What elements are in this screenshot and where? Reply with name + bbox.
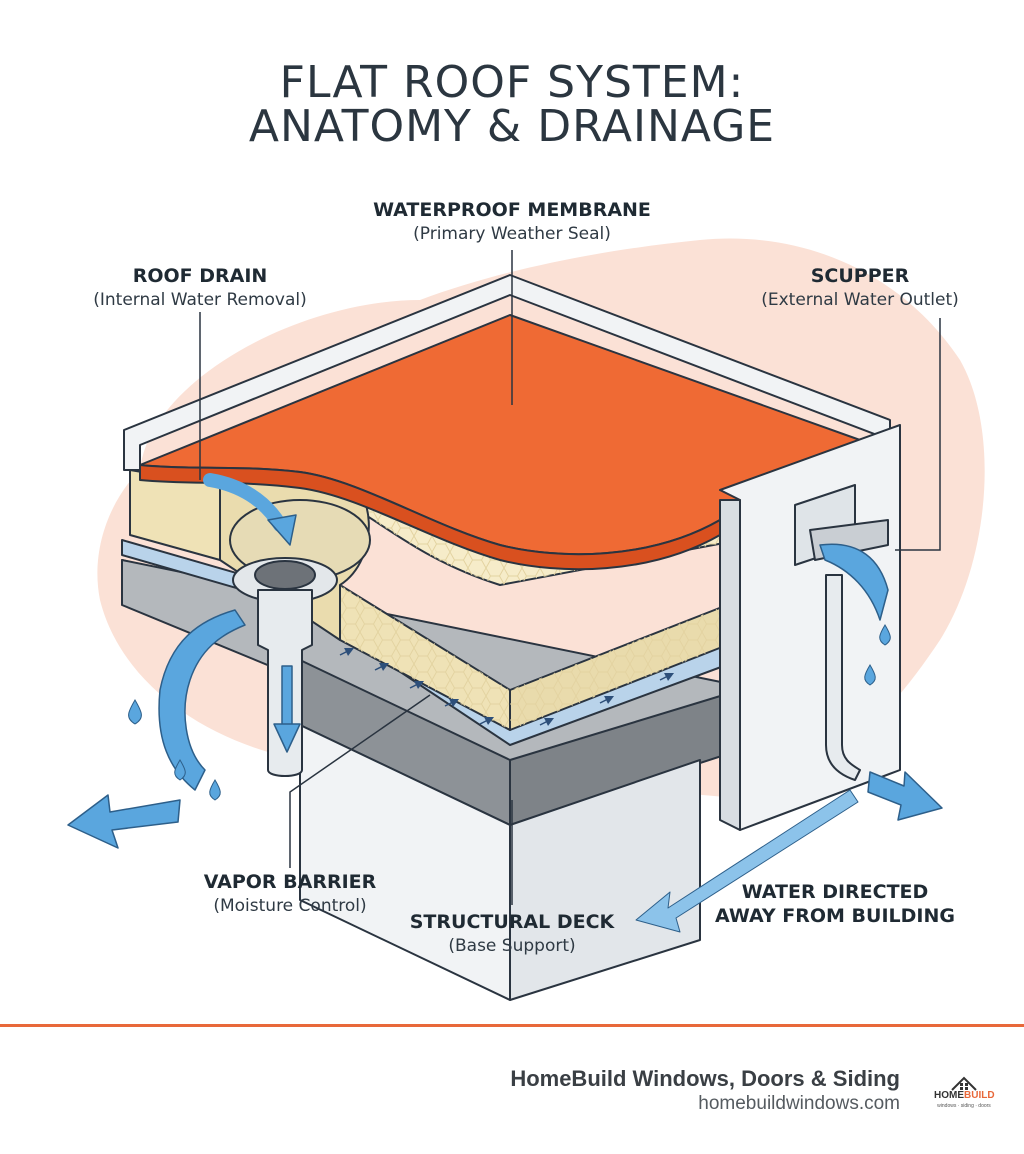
water-inflow-arrowhead [267, 514, 297, 546]
drain-down-arrowhead [273, 723, 301, 753]
logo-tagline: windows · siding · doors [937, 1103, 991, 1109]
scupper-water [819, 543, 889, 621]
water-droplets [128, 624, 891, 801]
title-line-2: ANATOMY & DRAINAGE [248, 101, 776, 152]
arrows-layer [67, 250, 943, 933]
logo-word-a: HOME [934, 1090, 964, 1101]
building-wall-side [509, 759, 701, 1001]
deck-label: STRUCTURAL DECK (Base Support) [392, 910, 632, 958]
title-line-1: FLAT ROOF SYSTEM: [279, 57, 745, 108]
scupper-label: SCUPPER (External Water Outlet) [720, 264, 1000, 312]
vapor-label: VAPOR BARRIER (Moisture Control) [170, 870, 410, 918]
membrane-label: WATERPROOF MEMBRANE (Primary Weather Sea… [342, 198, 682, 246]
drain-side-outflow [158, 609, 246, 791]
scupper-leader [895, 318, 941, 551]
water-label-line-2: AWAY FROM BUILDING [715, 905, 955, 927]
drain-label-sub: (Internal Water Removal) [93, 290, 307, 310]
drain-label-heading: ROOF DRAIN [132, 265, 268, 287]
parapet-back [123, 274, 891, 471]
vapor-label-heading: VAPOR BARRIER [203, 871, 377, 893]
company-name: HomeBuild Windows, Doors & Siding [510, 1066, 900, 1091]
insulation-texture [510, 600, 740, 730]
company-logo: HOMEBUILD windows · siding · doors [934, 1072, 995, 1114]
deck-label-heading: STRUCTURAL DECK [409, 911, 615, 933]
bottom-away-arrow [635, 789, 859, 933]
membrane-label-heading: WATERPROOF MEMBRANE [373, 199, 651, 221]
house-icon [951, 1076, 977, 1091]
roof-illustration [97, 238, 985, 1001]
right-away-arrow [867, 771, 943, 821]
footer-divider [0, 1024, 1024, 1027]
drain-down-arrow [281, 665, 293, 727]
membrane-label-sub: (Primary Weather Seal) [413, 224, 611, 244]
scupper-label-heading: SCUPPER [810, 265, 910, 287]
left-away-arrow [67, 794, 181, 849]
footer-brand: HomeBuild Windows, Doors & Siding homebu… [510, 1066, 900, 1116]
water-label: WATER DIRECTED AWAY FROM BUILDING [700, 880, 970, 928]
vapor-leader [289, 694, 431, 868]
company-url[interactable]: homebuildwindows.com [698, 1093, 900, 1114]
water-inflow-arrow [203, 473, 287, 532]
water-label-line-1: WATER DIRECTED [741, 881, 929, 903]
logo-wordmark: HOMEBUILD [934, 1090, 995, 1101]
scupper-label-sub: (External Water Outlet) [761, 290, 959, 310]
drain-label: ROOF DRAIN (Internal Water Removal) [60, 264, 340, 312]
vapor-flow-arrows [339, 647, 675, 727]
parapet-right-column-face [719, 499, 741, 831]
logo-word-b: BUILD [964, 1090, 995, 1101]
downspout [825, 574, 861, 781]
deck-label-sub: (Base Support) [448, 936, 576, 956]
vapor-label-sub: (Moisture Control) [213, 896, 367, 916]
insulation-texture [340, 585, 510, 730]
